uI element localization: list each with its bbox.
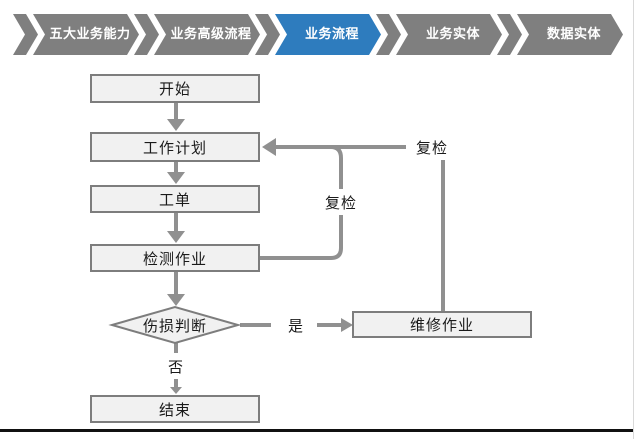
flow-node-end[interactable]: 结束	[90, 395, 260, 423]
arrowhead-down-icon	[167, 119, 185, 131]
arrowhead-down-icon	[167, 231, 185, 243]
edge-label-no: 否	[162, 353, 190, 379]
edge-label-recheck-repair: 复检	[406, 134, 458, 160]
nav-step-business-entity[interactable]: 业务实体	[396, 14, 502, 55]
decision-diamond-shape[interactable]	[108, 305, 242, 345]
nav-step-data-entity[interactable]: 数据实体	[517, 14, 623, 55]
nav-step-label: 业务高级流程	[170, 27, 252, 42]
nav-step-high-level-process[interactable]: 业务高级流程	[154, 14, 260, 55]
bottom-divider	[0, 429, 634, 432]
arrowhead-down-icon	[167, 172, 185, 184]
nav-step-business-process[interactable]: 业务流程	[275, 14, 381, 55]
flow-node-work-order[interactable]: 工单	[90, 185, 260, 213]
arrowhead-left-icon	[262, 138, 276, 156]
flow-node-inspection[interactable]: 检测作业	[90, 244, 260, 272]
flow-node-damage-decision[interactable]: 伤损判断	[142, 317, 207, 335]
edge-label-yes: 是	[282, 312, 310, 338]
nav-step-business-capabilities[interactable]: 五大业务能力	[33, 14, 139, 55]
flow-node-start[interactable]: 开始	[90, 74, 260, 103]
flow-node-work-plan[interactable]: 工作计划	[90, 132, 260, 162]
nav-step-label: 数据实体	[546, 27, 601, 42]
nav-step-label: 五大业务能力	[49, 27, 131, 42]
nav-step-label: 业务实体	[425, 27, 480, 42]
flow-node-repair[interactable]: 维修作业	[352, 311, 532, 338]
edge-label-recheck-loop: 复检	[318, 189, 364, 215]
arrowhead-down-icon	[167, 294, 185, 306]
arrowhead-down-small-icon	[170, 387, 182, 394]
arrowhead-right-icon	[341, 318, 353, 332]
nav-step-label: 业务流程	[304, 27, 359, 42]
